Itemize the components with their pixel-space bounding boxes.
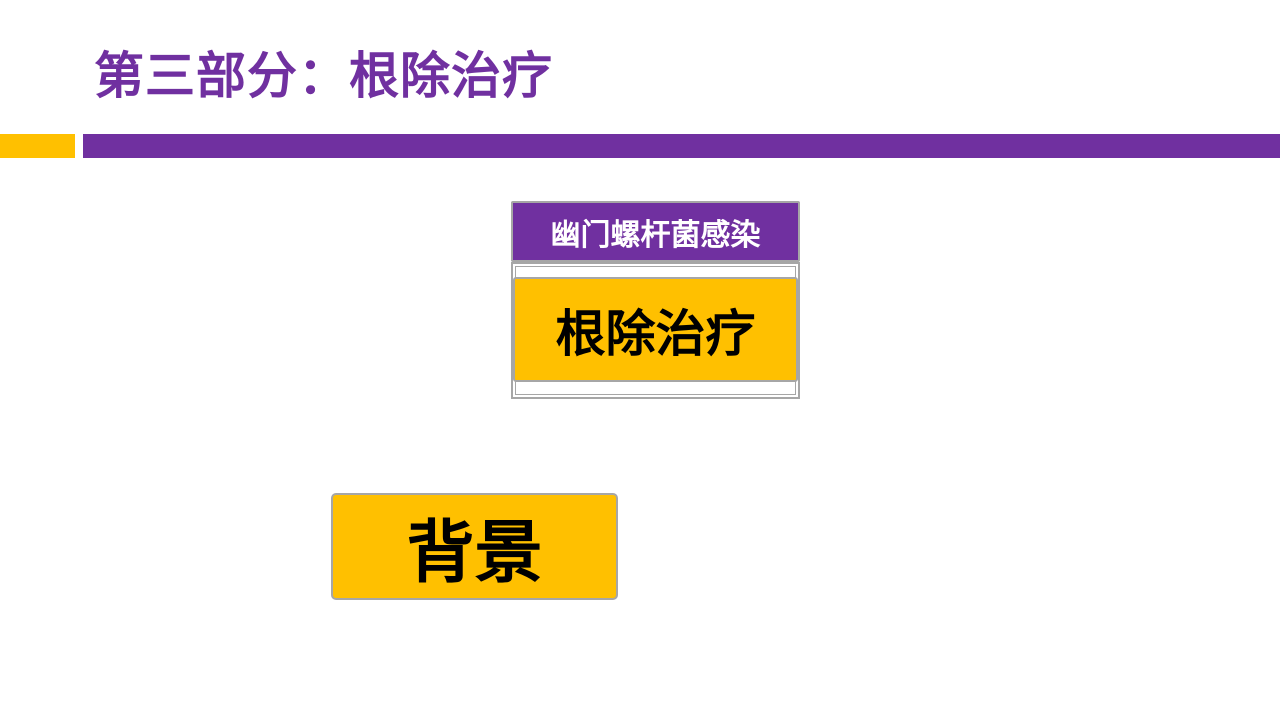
- card-header-label: 幽门螺杆菌感染: [511, 201, 800, 262]
- background-button[interactable]: 背景: [331, 493, 618, 600]
- eradication-therapy-button[interactable]: 根除治疗: [513, 277, 798, 382]
- topic-card: 幽门螺杆菌感染 根除治疗: [511, 201, 800, 399]
- card-body: 根除治疗: [511, 262, 800, 399]
- accent-bar-yellow: [0, 134, 75, 158]
- accent-bar-purple: [83, 134, 1280, 158]
- slide-title: 第三部分：根除治疗: [94, 47, 553, 105]
